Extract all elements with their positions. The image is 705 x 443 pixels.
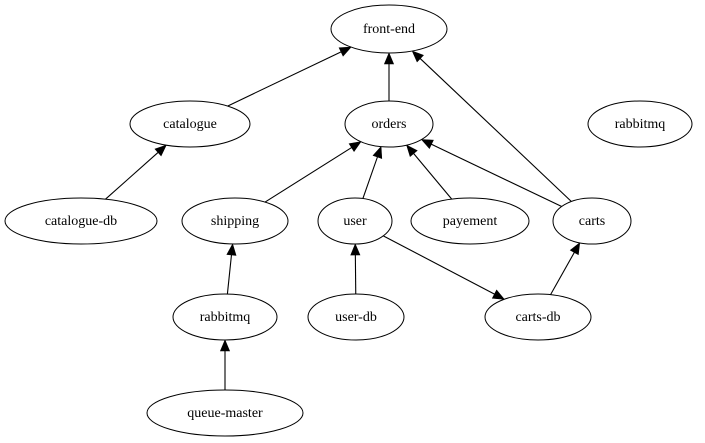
- node-catalogue[interactable]: catalogue: [129, 100, 251, 148]
- edge-payement-to-orders: [406, 144, 453, 200]
- node-catalogue-db[interactable]: catalogue-db: [4, 197, 158, 245]
- arrowhead-icon: [350, 243, 361, 256]
- edge-orders-to-front-end: [383, 52, 395, 101]
- arrowhead-icon: [383, 52, 395, 65]
- node-ellipse[interactable]: [552, 197, 632, 245]
- edge-catalogue-db-to-catalogue: [105, 144, 167, 200]
- node-ellipse[interactable]: [4, 197, 158, 245]
- arrowhead-icon: [411, 50, 424, 63]
- arrowhead-icon: [219, 339, 231, 352]
- edge-carts-db-to-carts: [550, 242, 581, 295]
- edge-carts-to-orders: [420, 139, 562, 208]
- arrowhead-icon: [420, 139, 434, 149]
- node-user[interactable]: user: [317, 197, 393, 245]
- node-ellipse[interactable]: [129, 100, 251, 148]
- node-rabbitmq-top[interactable]: rabbitmq: [587, 100, 693, 148]
- node-ellipse[interactable]: [330, 4, 448, 54]
- node-front-end[interactable]: front-end: [330, 4, 448, 54]
- edge-rabbitmq-bot-to-shipping: [226, 243, 237, 295]
- node-ellipse[interactable]: [317, 197, 393, 245]
- arrowhead-icon: [569, 242, 581, 256]
- node-orders[interactable]: orders: [344, 100, 434, 148]
- node-ellipse[interactable]: [587, 100, 693, 148]
- node-ellipse[interactable]: [344, 100, 434, 148]
- node-ellipse[interactable]: [410, 197, 530, 245]
- node-ellipse[interactable]: [307, 293, 405, 341]
- node-payement[interactable]: payement: [410, 197, 530, 245]
- arrowhead-icon: [348, 141, 362, 152]
- node-ellipse[interactable]: [146, 389, 304, 437]
- edge-user-to-orders: [362, 145, 383, 199]
- node-user-db[interactable]: user-db: [307, 293, 405, 341]
- edge-user-db-to-user: [350, 243, 361, 295]
- arrowhead-icon: [154, 144, 167, 157]
- node-shipping[interactable]: shipping: [181, 197, 289, 245]
- edge-user-to-carts-db: [383, 235, 505, 300]
- edge-queue-master-to-rabbitmq-bot: [219, 339, 231, 390]
- node-ellipse[interactable]: [181, 197, 289, 245]
- arrowhead-icon: [372, 145, 383, 159]
- edge-catalogue-to-front-end: [227, 46, 352, 107]
- arrowhead-icon: [226, 243, 237, 256]
- edge-line: [226, 254, 233, 295]
- edge-line: [431, 143, 562, 208]
- node-queue-master[interactable]: queue-master: [146, 389, 304, 437]
- node-ellipse[interactable]: [484, 293, 592, 341]
- edge-line: [383, 235, 495, 295]
- node-carts-db[interactable]: carts-db: [484, 293, 592, 341]
- arrowhead-icon: [491, 289, 505, 300]
- node-ellipse[interactable]: [172, 293, 278, 341]
- edge-shipping-to-orders: [264, 141, 362, 203]
- arrowhead-icon: [406, 144, 418, 157]
- edges-layer: [105, 46, 581, 390]
- edge-line: [550, 252, 575, 295]
- nodes-layer: front-end catalogue orders rabbitmq catalogu…: [4, 4, 693, 437]
- edge-line: [362, 156, 378, 199]
- edge-line: [419, 58, 572, 202]
- edge-line: [264, 147, 352, 203]
- edge-carts-to-front-end: [411, 50, 572, 202]
- edge-line: [413, 153, 453, 200]
- edge-line: [105, 152, 159, 200]
- edge-line: [227, 51, 342, 107]
- arrowhead-icon: [338, 46, 352, 57]
- node-carts[interactable]: carts: [552, 197, 632, 245]
- node-rabbitmq-bot[interactable]: rabbitmq: [172, 293, 278, 341]
